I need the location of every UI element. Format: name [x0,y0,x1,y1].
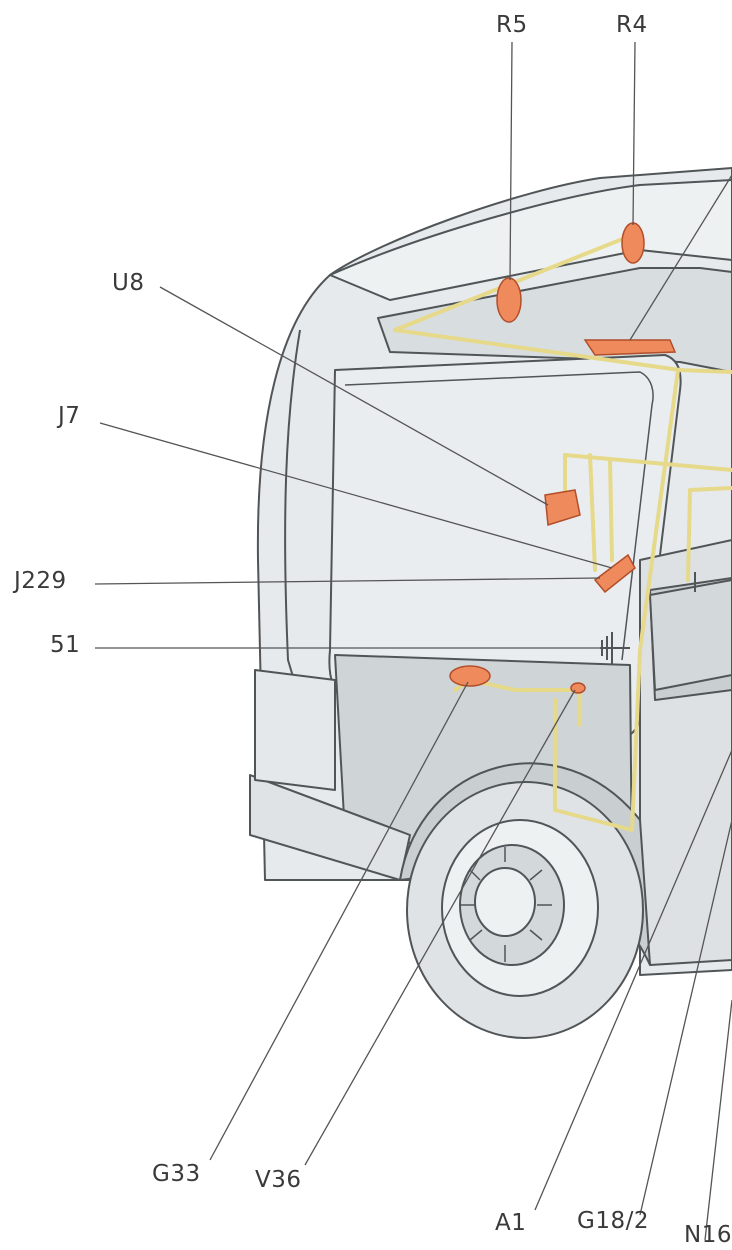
relay-j7-j229 [593,553,636,594]
module-u8 [544,489,581,526]
wiring-harness [393,230,732,832]
label-u8: U8 [112,270,145,296]
label-a1: A1 [495,1210,527,1236]
leader-r5 [509,41,513,281]
leader-lines [94,41,732,1241]
leader-u8 [159,286,549,506]
leader-g18-2 [639,819,732,1216]
leader-g33 [209,681,469,1161]
rear-wheel [406,781,644,1039]
label-r4: R4 [616,12,648,38]
components [449,222,677,694]
speaker-r5 [496,277,522,323]
label-j7: J7 [58,403,81,429]
leader-n16 [704,999,732,1241]
leader-j7 [99,422,613,569]
label-j229: J229 [14,568,67,594]
leader-top [629,174,732,341]
roof-module [583,339,677,356]
label-g18-2: G18/2 [577,1208,649,1234]
leader-r4 [632,41,636,226]
battery-box [648,572,732,692]
leader-j229 [94,577,601,585]
label-v36: V36 [255,1167,302,1193]
label-n16: N16 [684,1224,732,1247]
sender-g33 [449,665,491,687]
speaker-r4 [621,222,645,264]
leader-v36 [304,689,576,1166]
ground-symbol [600,632,630,664]
pump-v36 [570,682,586,694]
label-51: 51 [50,632,81,658]
label-g33: G33 [152,1161,201,1187]
leader-a1 [534,749,732,1211]
label-r5: R5 [496,12,528,38]
